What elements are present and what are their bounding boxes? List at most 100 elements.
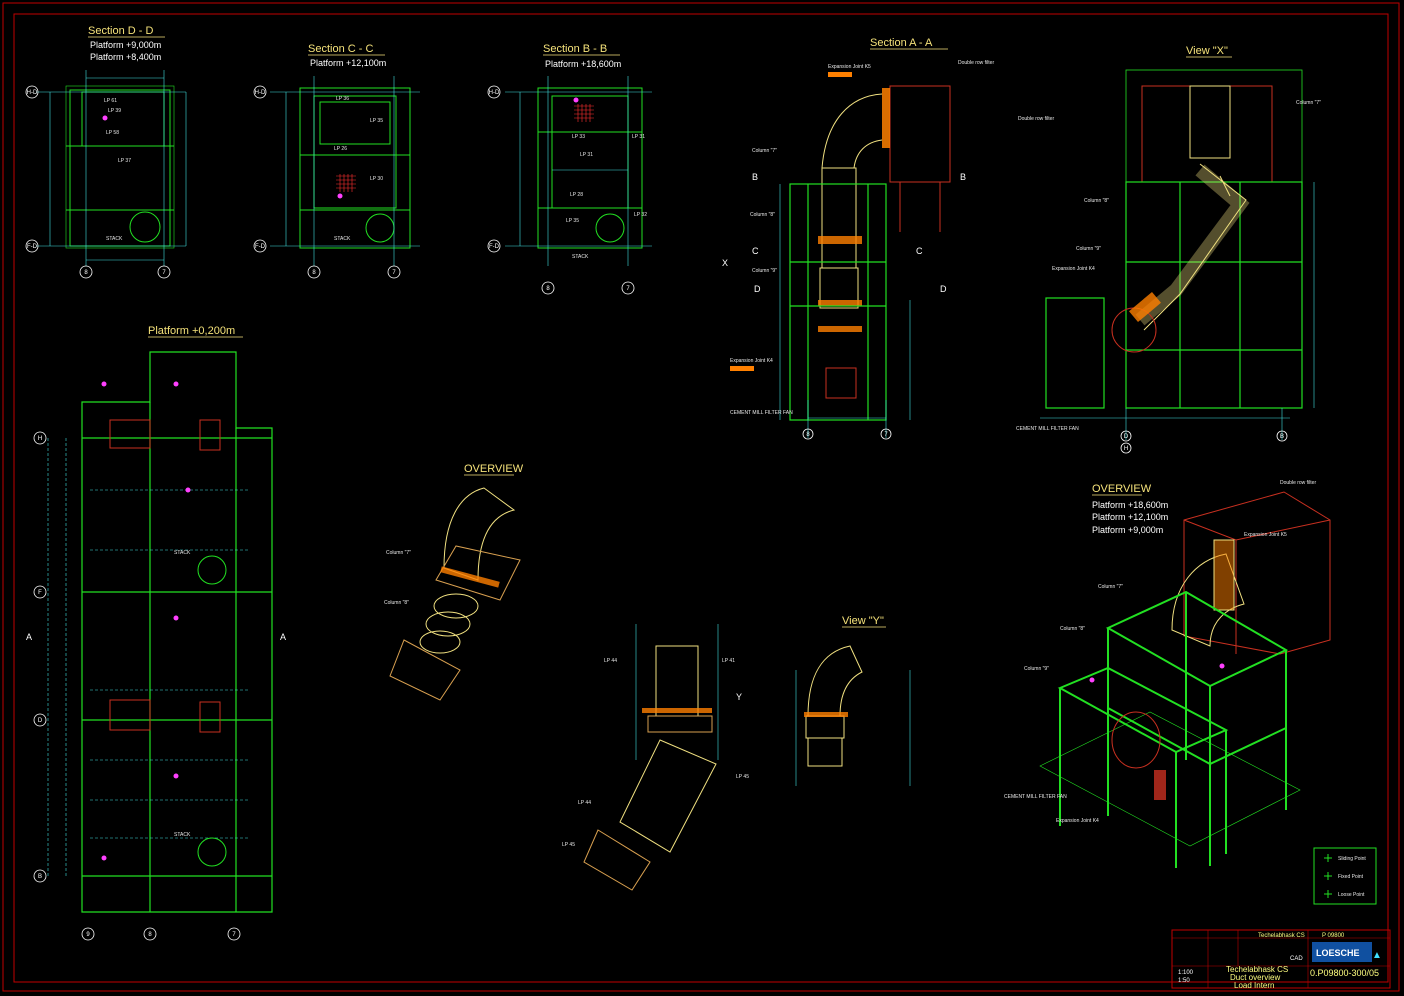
view-x-title: View "X": [1186, 45, 1228, 57]
aa-cut-b-right: B: [960, 172, 966, 182]
plan-grid-f: F: [38, 590, 42, 596]
section-dd-title: Section D - D: [88, 25, 153, 37]
company-logo-icon: ▲: [1372, 950, 1382, 961]
vx-expansion-joint-k4: Expansion Joint K4: [1052, 266, 1095, 272]
vx-grid-b: B: [1280, 434, 1284, 440]
bb-lp-28: LP 28: [570, 192, 583, 198]
title-block-cad: CAD: [1290, 956, 1303, 962]
bb-lp-33: LP 33: [572, 134, 585, 140]
plan-grid-d: D: [38, 718, 43, 724]
aa-column-7: Column "7": [752, 148, 777, 154]
cc-lp-30: LP 30: [370, 176, 383, 182]
aa-cut-b-left: B: [752, 172, 758, 182]
bb-grid-bottom: F-D: [489, 244, 500, 250]
title-block-scale-2: 1:50: [1178, 978, 1190, 984]
title-block-project: Techelabhask CS: [1258, 933, 1305, 939]
aa-cut-c-right: C: [916, 246, 923, 256]
aa-column-8: Column "8": [750, 212, 775, 218]
vx-column-8: Column "8": [1084, 198, 1109, 204]
plan-cut-a-right: A: [280, 632, 286, 642]
aa-cut-c-left: C: [752, 246, 759, 256]
overview-small-view: OVERVIEW Column "7" Column "8": [384, 463, 524, 701]
plan-col-9: 9: [86, 932, 90, 938]
plan-cut-a-left: A: [26, 632, 32, 642]
title-block-desc-3: Load Intern: [1234, 981, 1274, 990]
bb-col-8: 8: [546, 286, 550, 292]
cc-lp-26: LP 26: [334, 146, 347, 152]
plan-col-7: 7: [232, 932, 236, 938]
ov2-column-8: Column "8": [1060, 626, 1085, 632]
section-cc-view: Section C - C Platform +12,100m LP 36 LP…: [253, 43, 420, 279]
title-block-desc-2: Duct overview: [1230, 973, 1280, 982]
legend-sliding-point: Sliding Point: [1338, 856, 1366, 862]
ov2-expansion-joint-k4: Expansion Joint K4: [1056, 818, 1099, 824]
vy-lp-45a: LP 45: [736, 774, 749, 780]
bb-grid-top: H-D: [489, 90, 500, 96]
aa-expansion-joint-k5: Expansion Joint K5: [828, 64, 871, 70]
vx-grid-h: H: [1124, 446, 1128, 452]
ov2-double-row-filter: Double row filter: [1280, 480, 1316, 486]
title-block-scale-1: 1:100: [1178, 970, 1194, 976]
bb-lp-35: LP 35: [566, 218, 579, 224]
cc-col-7: 7: [392, 270, 396, 276]
aa-double-row-filter: Double row filter: [958, 60, 994, 66]
platform-plan-view: Platform +0,200m STACK STACK: [26, 325, 286, 941]
aa-fan-label: CEMENT MILL FILTER FAN: [730, 410, 793, 416]
overview-small-title: OVERVIEW: [464, 463, 524, 475]
bb-lp-31a: LP 31: [632, 134, 645, 140]
company-logo-text: LOESCHE: [1316, 948, 1360, 958]
ov2-fan-label: CEMENT MILL FILTER FAN: [1004, 794, 1067, 800]
dd-grid-top: H-D: [27, 90, 38, 96]
ov2-platform-18600: Platform +18,600m: [1092, 500, 1168, 510]
aa-expansion-joint-k4: Expansion Joint K4: [730, 358, 773, 364]
plan-stack-1: STACK: [174, 550, 191, 556]
bb-lp-31b: LP 31: [580, 152, 593, 158]
bb-col-7: 7: [626, 286, 630, 292]
ov2-platform-12100: Platform +12,100m: [1092, 512, 1168, 522]
dd-grid-bottom: F-D: [27, 244, 38, 250]
section-bb-platform: Platform +18,600m: [545, 59, 621, 69]
vx-fan-label: CEMENT MILL FILTER FAN: [1016, 426, 1079, 432]
aa-view-x-arrow: X: [722, 258, 728, 268]
aa-cut-d-right: D: [940, 284, 947, 294]
vy-lp-41: LP 41: [722, 658, 735, 664]
ov1-column-7: Column "7": [386, 550, 411, 556]
aa-col-8: 8: [806, 432, 810, 438]
overview-large-title: OVERVIEW: [1092, 483, 1152, 495]
section-aa-view: Section A - A: [722, 37, 994, 440]
ov1-column-8: Column "8": [384, 600, 409, 606]
vy-lp-44a: LP 44: [604, 658, 617, 664]
section-dd-platform-2: Platform +8,400m: [90, 52, 161, 62]
vx-column-7: Column "7": [1296, 100, 1321, 106]
cc-stack: STACK: [334, 236, 351, 242]
vy-lp-45b: LP 45: [562, 842, 575, 848]
ov2-expansion-joint-k5: Expansion Joint K5: [1244, 532, 1287, 538]
vy-lp-44b: LP 44: [578, 800, 591, 806]
view-x-view: View "X" Double row filter Column "7" Co…: [1016, 45, 1321, 454]
section-aa-title: Section A - A: [870, 37, 933, 49]
dd-lp-58: LP 58: [106, 130, 119, 136]
dd-col-7: 7: [162, 270, 166, 276]
title-block-number: 0.P09800-300/05: [1310, 968, 1379, 978]
dd-lp-61: LP 61: [104, 98, 117, 104]
ov2-platform-9000: Platform +9,000m: [1092, 525, 1163, 535]
title-block-drawing-no: P 09800: [1322, 933, 1345, 939]
title-block: Techelabhask CS P 09800 LOESCHE ▲ CAD Te…: [1171, 929, 1391, 990]
legend-loose-point: Loose Point: [1338, 892, 1365, 898]
plan-grid-b: B: [38, 874, 42, 880]
cc-lp-35: LP 35: [370, 118, 383, 124]
vx-double-row-filter: Double row filter: [1018, 116, 1054, 122]
cc-col-8: 8: [312, 270, 316, 276]
vx-grid-d: D: [1124, 434, 1129, 440]
aa-cut-d-left: D: [754, 284, 761, 294]
bb-lp-32: LP 32: [634, 212, 647, 218]
section-bb-view: Section B - B Platform +18,600m LP 33 LP…: [487, 43, 652, 295]
platform-plan-title: Platform +0,200m: [148, 325, 235, 337]
ov2-column-7: Column "7": [1098, 584, 1123, 590]
title-block-desc-1: Techelabhask CS: [1226, 965, 1288, 974]
dd-lp-37: LP 37: [118, 158, 131, 164]
cc-grid-top: H-D: [255, 90, 266, 96]
cc-grid-bottom: F-D: [255, 244, 266, 250]
